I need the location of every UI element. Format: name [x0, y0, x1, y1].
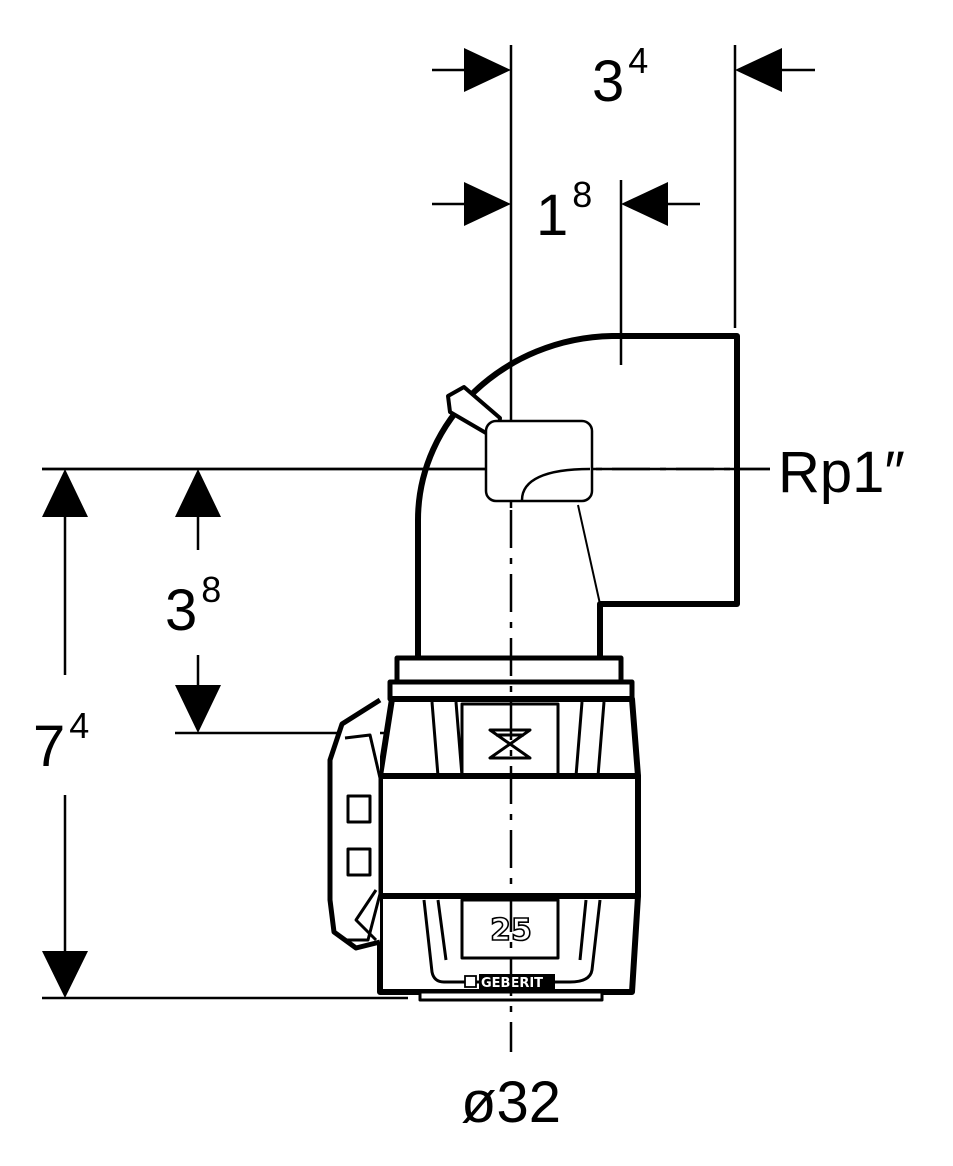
arrow-up-icon: [42, 469, 88, 517]
elbow-body: [415, 333, 740, 658]
dim-thread-height-sup: 8: [201, 569, 221, 610]
svg-text:34: 34: [592, 40, 648, 114]
dim-total-height-value: 7: [33, 714, 65, 779]
arrow-left-icon: [621, 182, 668, 226]
arrow-up-icon: [175, 469, 221, 517]
thread-window: [484, 419, 594, 503]
side-clip: [327, 697, 382, 951]
arrow-right-icon: [464, 48, 511, 92]
pipe-diameter-label: ø32: [461, 1070, 561, 1135]
arrow-left-icon: [735, 48, 782, 92]
dim-inner-offset-value: 1: [536, 183, 568, 248]
svg-text:18: 18: [536, 174, 592, 248]
dim-top-width-value: 3: [592, 49, 624, 114]
dim-inner-offset-sup: 8: [572, 174, 592, 215]
arrow-right-icon: [464, 182, 511, 226]
elbow-fitting: [327, 333, 740, 1002]
collar-upper: [394, 655, 624, 685]
dim-top-width-sup: 4: [628, 40, 648, 81]
svg-text:38: 38: [165, 569, 221, 643]
svg-text:74: 74: [33, 705, 89, 779]
press-band: [377, 773, 641, 899]
arrow-down-icon: [42, 951, 88, 998]
logo-square-icon: [464, 975, 477, 988]
arrow-down-icon: [175, 685, 221, 733]
thread-label: Rp1″: [778, 440, 905, 505]
dim-total-height-sup: 4: [69, 705, 89, 746]
clip-tab-lower: [346, 847, 372, 877]
dim-thread-height-value: 3: [165, 578, 197, 643]
clip-tab-upper: [346, 794, 372, 824]
